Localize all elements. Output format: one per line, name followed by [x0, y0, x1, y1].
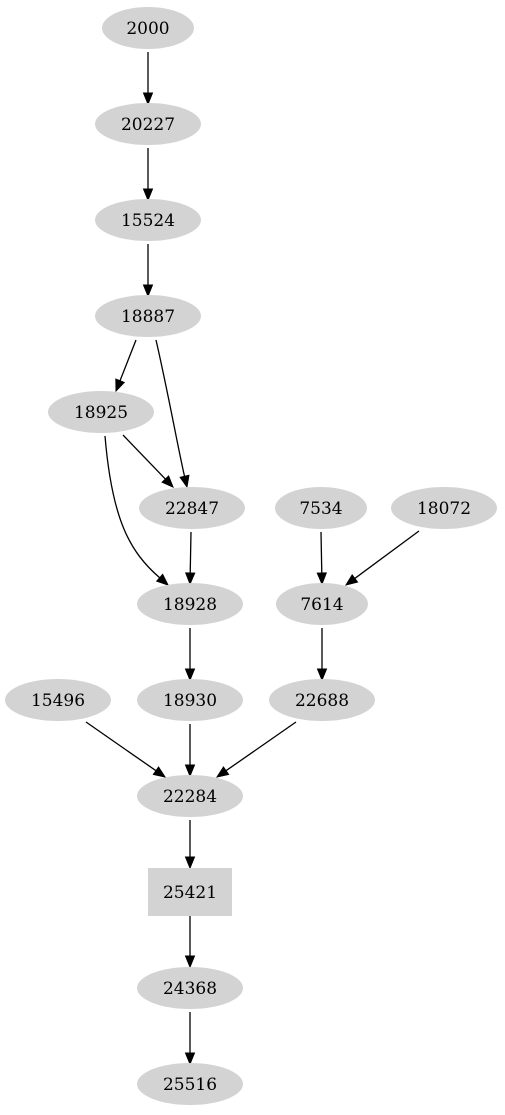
edge-22847-to-18928: [184, 531, 196, 586]
node-label: 15496: [31, 691, 85, 711]
node-ellipse: [137, 583, 243, 625]
arrowhead-icon: [184, 1052, 196, 1066]
edge-20227-to-15524: [142, 148, 154, 202]
arrowhead-icon: [152, 766, 167, 778]
arrowhead-icon: [161, 475, 174, 488]
node-ellipse: [95, 199, 201, 241]
node-label: 22688: [295, 691, 349, 711]
node-label: 18925: [74, 403, 128, 423]
arrowhead-icon: [344, 573, 359, 586]
node-ellipse: [137, 967, 243, 1009]
edges-layer: [85, 52, 420, 1066]
edge-line: [225, 721, 297, 772]
arrowhead-icon: [184, 572, 196, 586]
edge-2000-to-20227: [142, 52, 154, 106]
node-15496: 15496: [5, 679, 111, 721]
node-25421: 25421: [148, 868, 232, 916]
edge-22688-to-22284: [215, 721, 297, 778]
node-ellipse: [102, 7, 194, 49]
node-label: 7534: [299, 499, 342, 519]
node-label: 22847: [165, 499, 219, 519]
node-label: 15524: [121, 211, 175, 231]
edge-line: [155, 339, 186, 477]
node-18930: 18930: [137, 679, 243, 721]
node-22688: 22688: [269, 679, 375, 721]
arrowhead-icon: [142, 284, 154, 298]
node-2000: 2000: [102, 7, 194, 49]
arrowhead-icon: [179, 474, 190, 489]
node-25516: 25516: [137, 1063, 243, 1105]
node-7534: 7534: [275, 487, 367, 529]
node-ellipse: [137, 679, 243, 721]
node-label: 25516: [163, 1075, 217, 1095]
node-ellipse: [275, 487, 367, 529]
node-18928: 18928: [137, 583, 243, 625]
edge-line: [354, 530, 420, 579]
edge-line: [320, 531, 323, 574]
node-22284: 22284: [137, 775, 243, 817]
arrowhead-icon: [155, 573, 169, 586]
edge-7534-to-7614: [316, 531, 328, 586]
edge-18072-to-7614: [344, 530, 420, 586]
edge-line: [122, 434, 166, 480]
node-label: 25421: [163, 883, 217, 903]
edge-22284-to-25421: [184, 820, 196, 870]
node-label: 7614: [300, 595, 343, 615]
edge-18928-to-18930: [184, 628, 196, 682]
node-7614: 7614: [276, 583, 368, 625]
node-box: [148, 868, 232, 916]
edge-24368-to-25516: [184, 1012, 196, 1066]
node-ellipse: [48, 391, 154, 433]
arrowhead-icon: [142, 188, 154, 202]
node-label: 18072: [417, 499, 471, 519]
arrowhead-icon: [316, 668, 328, 682]
node-label: 22284: [163, 787, 217, 807]
node-label: 18930: [163, 691, 217, 711]
edge-18930-to-22284: [184, 724, 196, 778]
node-ellipse: [95, 295, 201, 337]
node-24368: 24368: [137, 967, 243, 1009]
node-22847: 22847: [139, 487, 245, 529]
edge-18925-to-22847: [122, 434, 174, 488]
node-18072: 18072: [391, 487, 497, 529]
node-ellipse: [276, 583, 368, 625]
arrowhead-icon: [184, 955, 196, 969]
arrowhead-icon: [215, 766, 230, 778]
arrowhead-icon: [115, 378, 126, 393]
arrowhead-icon: [184, 668, 196, 682]
node-label: 20227: [121, 115, 175, 135]
edge-15496-to-22284: [85, 721, 167, 778]
edge-18887-to-22847: [155, 339, 190, 489]
edge-18887-to-18925: [115, 339, 137, 393]
edge-7614-to-22688: [316, 628, 328, 682]
node-ellipse: [269, 679, 375, 721]
node-ellipse: [137, 1063, 243, 1105]
arrowhead-icon: [142, 92, 154, 106]
nodes-layer: 2000 20227 15524 18887 18925 22847 7534 18072 18…: [5, 7, 497, 1105]
node-label: 18887: [121, 307, 175, 327]
node-label: 18928: [163, 595, 217, 615]
arrowhead-icon: [316, 572, 328, 586]
edge-line: [119, 339, 137, 381]
edge-25421-to-24368: [184, 916, 196, 969]
edge-line: [85, 721, 157, 772]
arrowhead-icon: [184, 856, 196, 870]
edge-line: [104, 435, 161, 579]
node-ellipse: [391, 487, 497, 529]
node-15524: 15524: [95, 199, 201, 241]
node-18925: 18925: [48, 391, 154, 433]
node-20227: 20227: [95, 103, 201, 145]
node-ellipse: [5, 679, 111, 721]
arrowhead-icon: [184, 764, 196, 778]
edge-line: [189, 531, 192, 574]
node-ellipse: [139, 487, 245, 529]
edge-18925-to-18928: [104, 435, 169, 586]
node-ellipse: [95, 103, 201, 145]
node-label: 24368: [163, 979, 217, 999]
node-18887: 18887: [95, 295, 201, 337]
node-ellipse: [137, 775, 243, 817]
node-label: 2000: [126, 19, 169, 39]
edge-15524-to-18887: [142, 244, 154, 298]
